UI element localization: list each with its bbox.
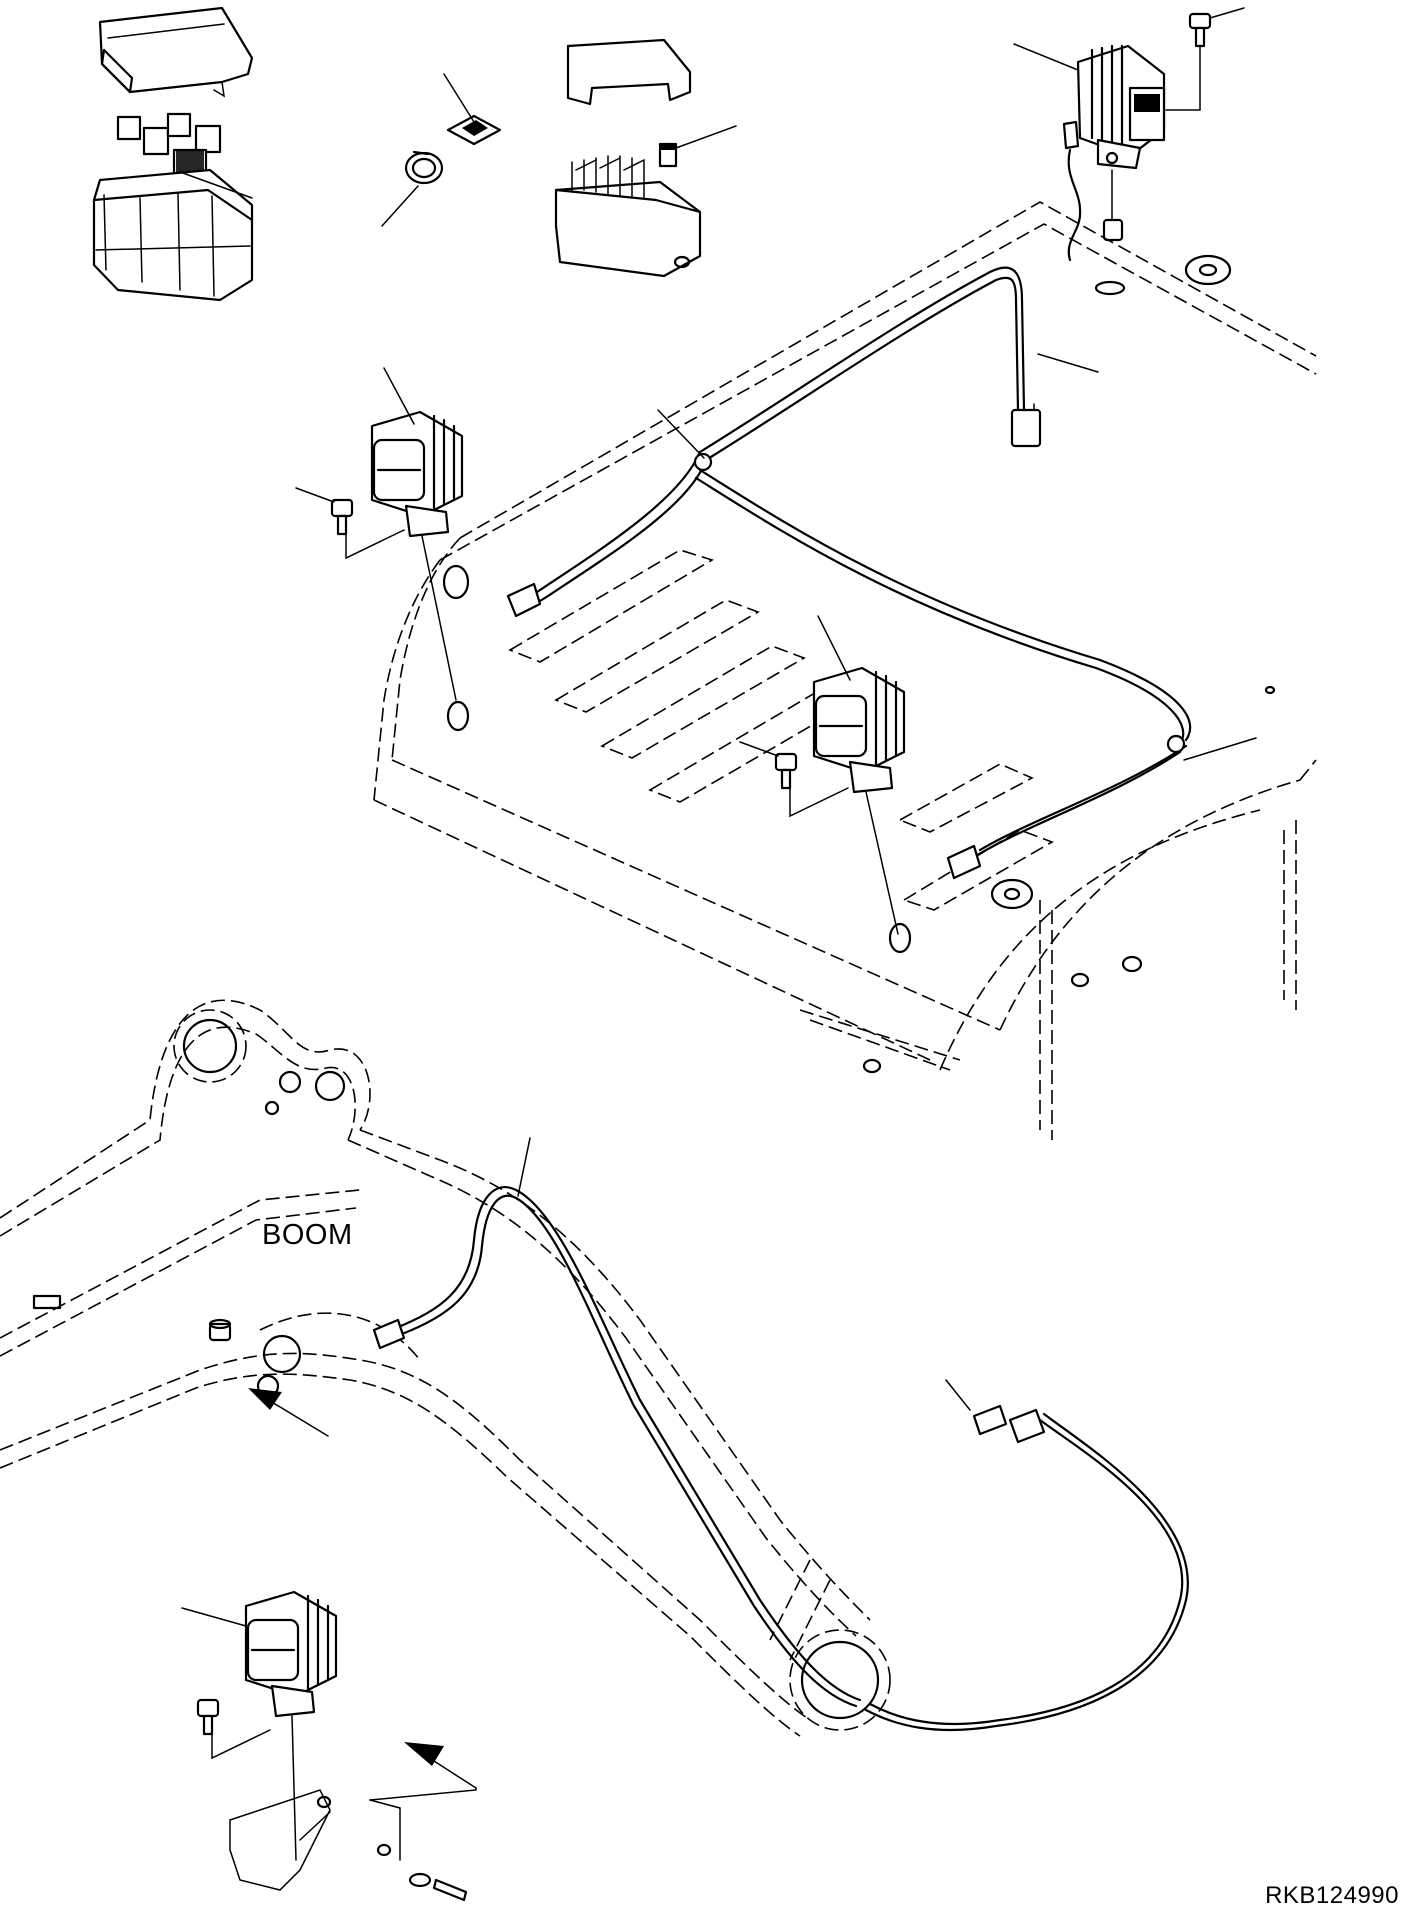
boom-wiring-harness	[394, 1186, 1189, 1732]
leader-rear-lamp	[1013, 43, 1079, 71]
leader-clamp	[381, 185, 419, 227]
boom-lamp-mount-line	[291, 1715, 297, 1861]
drawing-code: RKB124990	[1265, 1882, 1399, 1909]
leader-pad	[443, 73, 475, 123]
harness-connectors-roof	[506, 403, 1042, 880]
leader-bolt-left	[295, 487, 335, 503]
arrow-bracket	[404, 1742, 444, 1766]
lamp-center-mount-line	[865, 791, 899, 935]
leader-bracket-line	[369, 1787, 477, 1801]
grommet-pad	[446, 114, 502, 146]
leader-harness-front	[1183, 737, 1257, 761]
leader-boom-harness	[517, 1137, 531, 1197]
arrow-boom-mount	[248, 1388, 282, 1410]
boom-clamp	[208, 1318, 232, 1342]
leader-bolt-center	[739, 741, 779, 757]
leader-relay	[179, 171, 253, 199]
front-work-lamp-left	[370, 410, 464, 538]
leader-front-lamp-left	[383, 367, 415, 425]
roof-wiring-harness	[524, 266, 1192, 858]
leader-bolt-boom-drop	[211, 1729, 271, 1760]
bolt-top-right	[1188, 12, 1212, 48]
relay-box-cover	[98, 6, 254, 98]
boom-outline	[0, 999, 871, 1737]
leader-bolt-tr	[1209, 7, 1245, 19]
leader-front-lamp-center	[817, 615, 851, 681]
leader-boom-lamp	[181, 1607, 247, 1627]
hose-clamp	[404, 150, 444, 185]
bolt-boom-lamp	[196, 1698, 220, 1736]
rear-work-lamp	[1062, 44, 1166, 170]
front-work-lamp-center	[812, 666, 906, 794]
boom-harness-connectors	[372, 1318, 1046, 1444]
fuse-block	[554, 155, 702, 278]
bolt-front-lamp-left	[330, 498, 354, 536]
leader-clip	[657, 409, 705, 459]
boom-label: BOOM	[262, 1219, 353, 1251]
leader-harness	[1037, 353, 1099, 373]
boom-work-lamp	[244, 1590, 338, 1718]
leader-bolt-tr-drop	[1165, 45, 1201, 111]
leader-fuse	[675, 125, 737, 149]
spacer	[1102, 218, 1124, 242]
fuse	[658, 142, 678, 168]
cab-roof-outline	[373, 201, 1317, 1140]
boom-lamp-bracket	[229, 1789, 468, 1902]
relay-box-base	[92, 168, 254, 302]
leader-bolt-center-drop	[789, 787, 849, 818]
fuse-box-cover	[566, 38, 692, 106]
leader-bolt-left-drop	[345, 529, 405, 560]
washer	[1094, 280, 1126, 296]
roof-mounting-bosses	[442, 254, 1276, 1074]
bolt-front-lamp-center	[774, 752, 798, 790]
rear-lamp-wire	[1067, 148, 1082, 262]
lamp-left-mount-line	[421, 535, 457, 701]
